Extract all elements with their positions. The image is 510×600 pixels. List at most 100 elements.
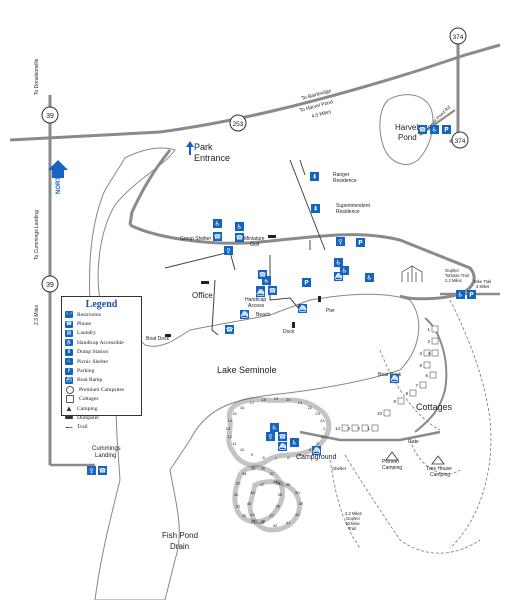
legend-title: Legend — [85, 299, 118, 310]
svg-text:♿: ♿ — [215, 221, 220, 228]
phone-icon: ☎ — [278, 432, 287, 441]
phone-icon: ☎ — [98, 466, 107, 475]
svg-text:♿: ♿ — [458, 292, 463, 299]
pioneer-camping-icon — [385, 451, 399, 461]
harvel-pond-label-2: Pond — [398, 133, 417, 142]
svg-text:12: 12 — [227, 434, 232, 439]
svg-text:8: 8 — [262, 455, 265, 460]
campsite-marker: 46 — [250, 490, 255, 495]
legend-row: Premium Campsites — [62, 385, 141, 394]
svg-text:13: 13 — [226, 426, 231, 431]
svg-text:♿: ♿ — [342, 268, 347, 275]
dumpster-office — [201, 281, 209, 284]
campsite-marker: 32 — [234, 492, 239, 497]
park-entrance-arrow-icon — [186, 141, 194, 155]
phone-icon: ☎ — [268, 286, 277, 295]
svg-text:32: 32 — [234, 492, 239, 497]
campsite-marker: 19 — [274, 396, 279, 401]
trails — [329, 299, 492, 554]
svg-text:30: 30 — [242, 513, 247, 518]
bike-trail-label-2: 3 Miles — [476, 284, 489, 289]
svg-text:39: 39 — [46, 282, 54, 289]
svg-text:45: 45 — [247, 501, 252, 506]
harvel-pond-label-1: Harvel — [395, 123, 418, 132]
restroom-icon: ♀♂ — [65, 311, 73, 319]
campsite-marker: 42 — [273, 523, 278, 528]
camping-tent-icon: ▲ — [65, 404, 73, 414]
wheelchair-icon: ♿ — [456, 290, 465, 299]
campsite-marker: 27 — [269, 513, 274, 518]
dump-station-icon: ⬇ — [311, 204, 320, 213]
parking-icon: P — [442, 125, 451, 134]
campsite-marker: 18 — [261, 397, 266, 402]
laundry-icon: ▤ — [65, 329, 73, 337]
parking-icon: P — [356, 238, 365, 247]
dock-label: Dock — [283, 329, 295, 335]
svg-text:18: 18 — [261, 397, 266, 402]
campsite-marker: 41 — [286, 520, 291, 525]
svg-text:☎: ☎ — [269, 288, 277, 295]
svg-text:☎: ☎ — [279, 434, 287, 441]
wheelchair-icon: ♿ — [213, 219, 222, 228]
gate-label: Gate — [408, 439, 419, 445]
svg-text:34: 34 — [242, 471, 247, 476]
svg-text:15: 15 — [232, 411, 237, 416]
campsite-marker: 25 — [278, 492, 283, 497]
campsite-marker: 33 — [236, 480, 241, 485]
svg-text:23: 23 — [315, 411, 320, 416]
to-harvel-pond-distance-label: 4.0 Miles — [311, 109, 332, 120]
shelter-label: Shelter — [332, 466, 347, 471]
boat-ramp-icon: ⛴ — [298, 304, 307, 313]
legend-row: ▲Camping — [62, 404, 141, 413]
svg-text:P: P — [304, 280, 309, 287]
campsite-marker: 44 — [250, 512, 255, 517]
dump-station-icon: ⬇ — [65, 348, 73, 356]
campground-label: Campground — [296, 454, 337, 461]
svg-text:33: 33 — [236, 480, 241, 485]
svg-text:NORTH: NORTH — [56, 173, 62, 194]
group-shelter-label: Group Shelter — [180, 236, 211, 242]
svg-text:10: 10 — [240, 447, 245, 452]
svg-text:46: 46 — [250, 490, 255, 495]
svg-text:☎: ☎ — [236, 235, 244, 242]
picnic-shelter-icon: ⌂ — [65, 358, 73, 366]
pioneer-camping-label-2: Camping — [382, 465, 402, 471]
campsite-marker: 11 — [232, 441, 237, 446]
legend-row: ▤Laundry — [62, 329, 141, 338]
svg-text:11: 11 — [232, 441, 237, 446]
campsite-marker: 5 — [299, 452, 302, 457]
campsite-marker: 21 — [298, 400, 303, 405]
campsite-marker: 7 — [275, 456, 278, 461]
dumpster-pier — [318, 296, 321, 302]
wheelchair-icon: ♿ — [65, 339, 73, 347]
svg-text:1: 1 — [427, 327, 430, 332]
svg-text:⬇: ⬇ — [312, 174, 317, 181]
campsite-marker: 39 — [299, 501, 304, 506]
campsite-marker: 9 — [251, 452, 254, 457]
svg-text:50: 50 — [295, 490, 300, 495]
ranger-residence-label-2: Residence — [333, 178, 357, 184]
svg-text:⛴: ⛴ — [279, 443, 287, 451]
legend-row: ♿Handicap Accessible — [62, 338, 141, 347]
svg-text:P: P — [469, 292, 474, 299]
boat-ramp-icon: ⛴ — [65, 376, 73, 384]
cottages-label: Cottages — [416, 402, 453, 412]
svg-text:2: 2 — [427, 339, 430, 344]
svg-text:5: 5 — [299, 452, 302, 457]
svg-text:44: 44 — [250, 512, 255, 517]
dump-station-icon: ⬇ — [310, 172, 319, 181]
svg-text:3: 3 — [419, 351, 422, 356]
legend-label: Premium Campsites — [79, 386, 125, 393]
wheelchair-icon: ♿ — [270, 423, 279, 432]
parking-icon: P — [467, 290, 476, 299]
gopher-trail-top-label-2: Tortoise Trail — [445, 273, 469, 278]
svg-text:28: 28 — [261, 518, 266, 523]
svg-text:6: 6 — [425, 373, 428, 378]
svg-text:48: 48 — [273, 479, 278, 484]
svg-text:38: 38 — [276, 480, 281, 485]
svg-text:39: 39 — [299, 501, 304, 506]
svg-text:⛴: ⛴ — [391, 375, 399, 383]
svg-text:27: 27 — [269, 513, 274, 518]
campsite-marker: 40 — [295, 512, 300, 517]
